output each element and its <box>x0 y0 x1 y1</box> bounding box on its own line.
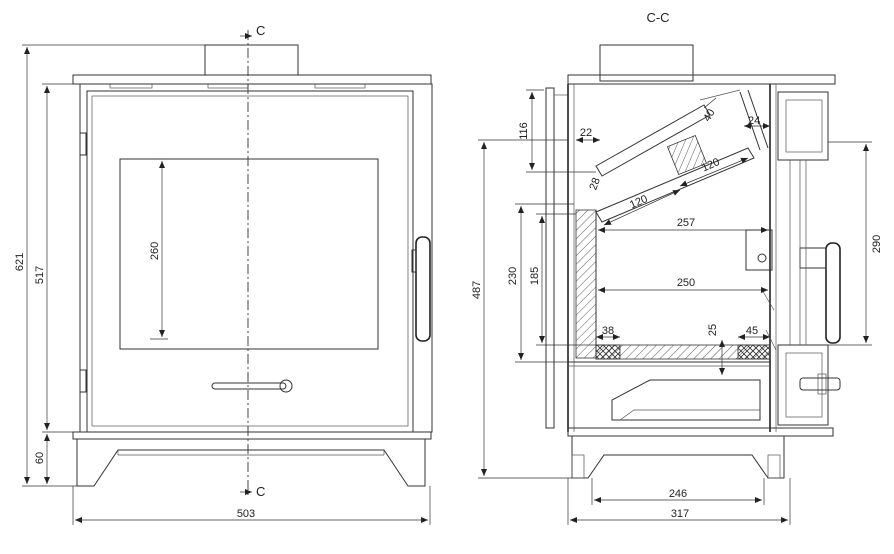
section-view: C-C <box>471 10 883 525</box>
dim-25: 25 <box>707 324 719 336</box>
section-flue-collar <box>599 44 694 82</box>
legs <box>76 439 426 487</box>
rear-air-spigot <box>799 377 841 391</box>
left-firebrick <box>575 209 597 359</box>
upper-baffle <box>595 104 711 177</box>
dim-250: 250 <box>677 277 695 289</box>
stove-body <box>79 83 433 433</box>
section-legs <box>571 436 785 479</box>
section-title: C-C <box>646 10 669 25</box>
hinge-bottom <box>79 369 87 393</box>
rear-convector-bottom <box>777 344 829 426</box>
section-mark-top: C <box>256 23 265 38</box>
dim-total-height: 621 <box>14 253 26 271</box>
glass-window <box>119 158 379 350</box>
dim-185: 185 <box>529 267 541 285</box>
flue-collar <box>204 44 299 76</box>
air-control-knob <box>279 379 293 393</box>
top-plate <box>72 74 432 85</box>
door-handle <box>415 236 431 342</box>
dim-317: 317 <box>671 508 689 520</box>
dim-body-height: 517 <box>34 266 46 284</box>
air-control-slider <box>211 382 287 390</box>
ash-pan <box>611 379 761 421</box>
dim-116: 116 <box>518 122 530 140</box>
dim-120-a: 120 <box>628 193 650 211</box>
dim-246: 246 <box>669 488 687 500</box>
dim-glass-height: 260 <box>149 242 161 260</box>
dim-257: 257 <box>677 217 695 229</box>
dim-45: 45 <box>746 325 758 337</box>
dim-leg-height: 60 <box>34 452 46 464</box>
section-mark-bottom: C <box>256 484 265 499</box>
hearth-left-block <box>595 344 621 360</box>
section-door-glass <box>545 87 555 429</box>
dim-230: 230 <box>507 267 519 285</box>
rear-convector-top <box>777 91 829 161</box>
dim-487: 487 <box>471 281 483 299</box>
rear-handle <box>825 242 841 344</box>
dim-38: 38 <box>602 325 614 337</box>
base-plate <box>72 431 432 440</box>
dim-22: 22 <box>580 127 592 139</box>
front-view: C C 621 517 60 260 503 <box>14 23 433 525</box>
hinge-top <box>79 132 87 156</box>
dim-290: 290 <box>871 235 883 253</box>
dim-28: 28 <box>587 176 602 192</box>
baffle-brick <box>666 134 708 176</box>
section-base-plate <box>567 427 834 437</box>
air-inlet <box>745 229 773 271</box>
dim-width: 503 <box>237 508 255 520</box>
dim-40: 40 <box>701 107 718 124</box>
door <box>86 90 414 433</box>
section-top-plate <box>567 74 836 85</box>
dim-24: 24 <box>748 115 760 127</box>
hearth-right-block <box>737 344 771 360</box>
